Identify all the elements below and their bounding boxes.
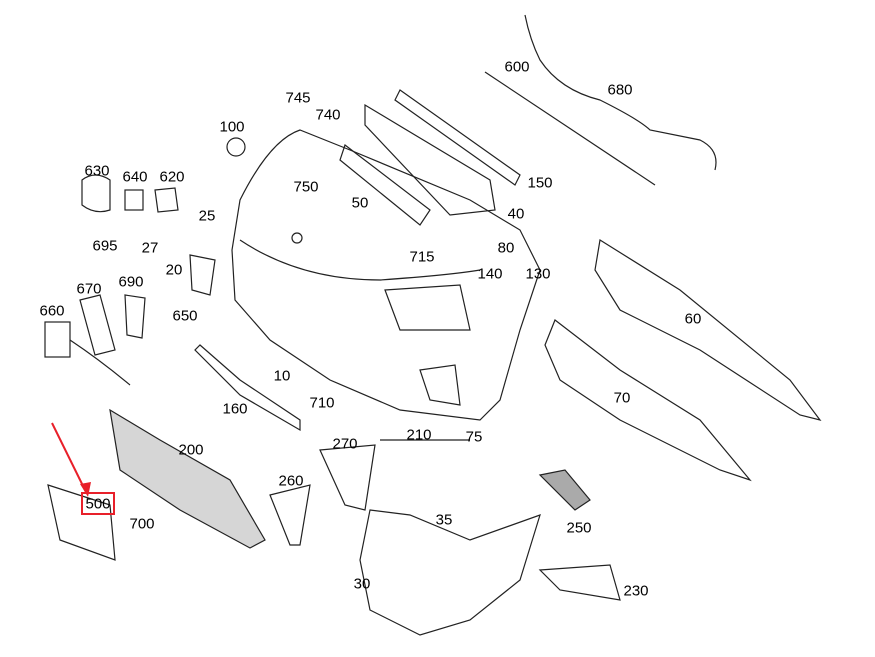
callout-600[interactable]: 600	[504, 58, 530, 76]
callout-40[interactable]: 40	[507, 205, 525, 223]
callout-160[interactable]: 160	[222, 400, 248, 418]
callout-100[interactable]: 100	[219, 118, 245, 136]
callout-640[interactable]: 640	[122, 168, 148, 186]
callout-745[interactable]: 745	[285, 89, 311, 107]
callout-650[interactable]: 650	[172, 307, 198, 325]
bumper-cover	[231, 129, 541, 421]
callout-60[interactable]: 60	[684, 310, 702, 328]
reinforcement	[544, 319, 752, 482]
callout-210[interactable]: 210	[406, 426, 432, 444]
callout-630[interactable]: 630	[84, 162, 110, 180]
callout-660[interactable]: 660	[39, 302, 65, 320]
callout-750[interactable]: 750	[293, 178, 319, 196]
callout-500[interactable]: 500	[85, 495, 111, 513]
callout-200[interactable]: 200	[178, 441, 204, 459]
highlight-box	[81, 492, 115, 515]
callout-140[interactable]: 140	[477, 265, 503, 283]
callout-715[interactable]: 715	[409, 248, 435, 266]
callout-20[interactable]: 20	[165, 261, 183, 279]
grille-frame	[364, 103, 496, 216]
callout-695[interactable]: 695	[92, 237, 118, 255]
impact-absorber	[594, 239, 822, 421]
callout-270[interactable]: 270	[332, 435, 358, 453]
callout-27[interactable]: 27	[141, 239, 159, 257]
callout-710[interactable]: 710	[309, 394, 335, 412]
callout-670[interactable]: 670	[76, 280, 102, 298]
callout-740[interactable]: 740	[315, 106, 341, 124]
lower-cover	[359, 509, 541, 636]
callout-680[interactable]: 680	[607, 81, 633, 99]
callout-25[interactable]: 25	[198, 207, 216, 225]
callout-700[interactable]: 700	[129, 515, 155, 533]
license-bracket	[47, 484, 116, 561]
grille-strip	[394, 89, 521, 186]
callout-620[interactable]: 620	[159, 168, 185, 186]
callout-80[interactable]: 80	[497, 239, 515, 257]
callout-260[interactable]: 260	[278, 472, 304, 490]
lower-trim	[319, 444, 376, 511]
lower-grille	[109, 408, 266, 549]
callout-230[interactable]: 230	[623, 582, 649, 600]
callout-250[interactable]: 250	[566, 519, 592, 537]
callout-50[interactable]: 50	[351, 194, 369, 212]
callout-30[interactable]: 30	[353, 575, 371, 593]
callout-35[interactable]: 35	[435, 511, 453, 529]
wiring-harness	[524, 14, 717, 171]
side-grille	[538, 469, 591, 511]
callout-690[interactable]: 690	[118, 273, 144, 291]
callout-10[interactable]: 10	[273, 367, 291, 385]
callout-70[interactable]: 70	[613, 389, 631, 407]
callout-130[interactable]: 130	[525, 265, 551, 283]
callout-75[interactable]: 75	[465, 428, 483, 446]
callout-150[interactable]: 150	[527, 174, 553, 192]
